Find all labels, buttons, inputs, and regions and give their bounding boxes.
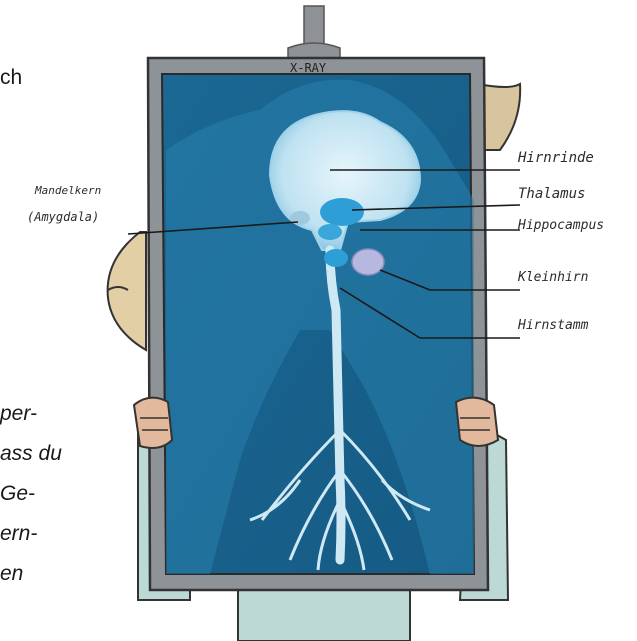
- label-cerebellum: Kleinhirn: [518, 270, 588, 285]
- xray-sign: X-RAY: [290, 61, 327, 75]
- mount-pole: [288, 6, 340, 60]
- head-shape: [108, 232, 146, 350]
- right-hand: [456, 398, 498, 446]
- label-cortex: Hirnrinde: [518, 150, 594, 166]
- label-amygdala-line1: Mandelkern: [35, 184, 101, 197]
- left-hand: [134, 398, 172, 448]
- body-bottom: [238, 590, 410, 641]
- cerebellum-shape: [352, 249, 384, 275]
- hippocampus-shape: [318, 224, 342, 240]
- label-amygdala-line2: (Amygdala): [27, 210, 99, 224]
- label-brainstem: Hirnstamm: [518, 318, 588, 333]
- label-thalamus: Thalamus: [518, 186, 585, 202]
- thalamus-shape: [320, 198, 364, 226]
- label-hippocampus: Hippocampus: [518, 218, 604, 233]
